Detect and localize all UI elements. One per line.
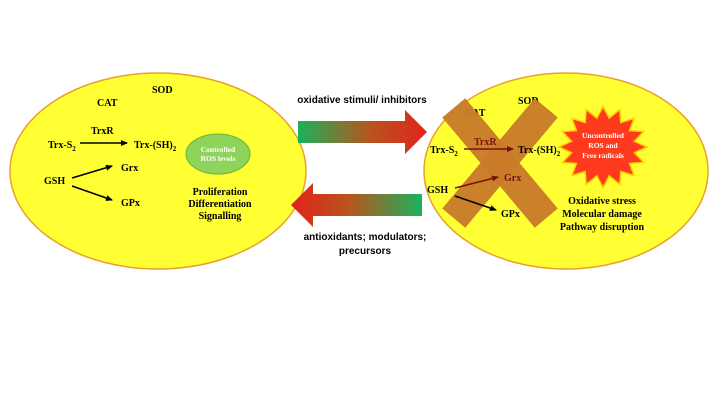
burst-line-2: ROS and [588, 141, 618, 150]
burst-shape [557, 104, 649, 190]
recovery-arrow: antioxidants; modulators; precursors [291, 183, 426, 257]
inhibition-cross [442, 98, 558, 228]
stress-arrow-label: oxidative stimuli/ inhibitors [297, 95, 427, 106]
stress-arrow-stripe-1 [298, 121, 300, 143]
stress-arrow-shape [300, 110, 427, 154]
right-gpx-label: GPx [501, 209, 520, 220]
bubble-line-2: ROS levels [201, 154, 236, 163]
stressed-cell: SOD CAT TrxR Trx-S2 Trx-(SH)2 GSH Grx GP… [423, 72, 709, 270]
controlled-ros-bubble [185, 133, 251, 175]
recovery-arrow-stripe-2 [420, 194, 422, 216]
recovery-arrow-label-line-1: antioxidants; modulators; [304, 232, 427, 243]
left-cat-label: CAT [97, 98, 118, 109]
cross-bar-2 [442, 98, 558, 228]
healthy-cell-membrane [9, 72, 307, 270]
uncontrolled-ros-burst: Uncontrolled ROS and Free radicals [557, 104, 649, 190]
left-trxr-label: TrxR [91, 126, 114, 137]
right-gsh-label: GSH [427, 185, 448, 196]
stress-arrow: oxidative stimuli/ inhibitors [297, 95, 427, 154]
right-gsh-grx-arrow [454, 175, 499, 189]
right-trx-s2-label: Trx-S2 [430, 145, 458, 158]
burst-line-1: Uncontrolled [582, 131, 625, 140]
right-trxr-label: TrxR [474, 137, 497, 148]
burst-line-3: Free radicals [582, 151, 624, 160]
bubble-line-1: Controlled [201, 145, 236, 154]
left-trx-sh2-label: Trx-(SH)2 [134, 140, 177, 153]
left-gsh-grx-arrow [71, 164, 113, 179]
stress-arrow-stripe-2 [302, 121, 304, 143]
healthy-cell: SOD CAT TrxR Trx-S2 Trx-(SH)2 GSH Grx GP… [9, 72, 307, 270]
stressed-cell-membrane [423, 72, 709, 270]
left-outcome-line-1: Proliferation [193, 187, 248, 198]
right-sod-label: SOD [518, 96, 539, 107]
left-outcome-line-3: Signalling [199, 211, 242, 222]
left-gsh-gpx-arrow [71, 185, 113, 201]
left-sod-label: SOD [152, 85, 173, 96]
right-outcome-line-1: Oxidative stress [568, 196, 636, 207]
recovery-arrow-stripe-1 [416, 194, 418, 216]
recovery-arrow-label-line-2: precursors [339, 246, 392, 257]
right-outcome-line-3: Pathway disruption [560, 222, 645, 233]
left-gpx-label: GPx [121, 198, 140, 209]
recovery-arrow-shape [291, 183, 420, 227]
left-grx-label: Grx [121, 163, 138, 174]
right-trx-sh2-label: Trx-(SH)2 [518, 145, 561, 158]
left-trx-s2-label: Trx-S2 [48, 140, 76, 153]
right-gsh-gpx-arrow [454, 195, 497, 211]
left-outcome-line-2: Differentiation [188, 199, 252, 210]
left-gsh-label: GSH [44, 176, 65, 187]
right-outcome-line-2: Molecular damage [562, 209, 642, 220]
right-grx-label: Grx [504, 173, 521, 184]
